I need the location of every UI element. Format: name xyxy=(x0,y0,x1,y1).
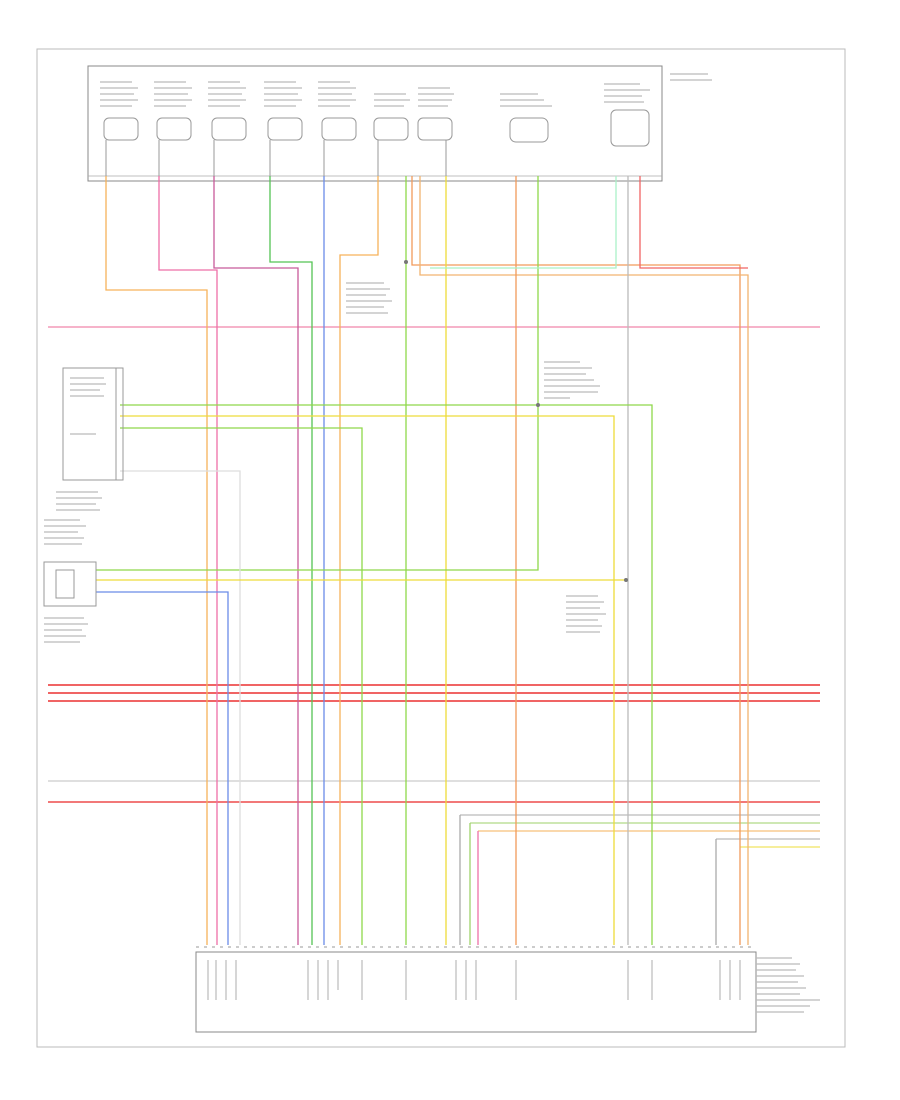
wire-6 xyxy=(339,176,379,945)
solenoid-connector-3 xyxy=(211,117,247,176)
top-component-block xyxy=(87,65,712,182)
wire-3 xyxy=(213,176,299,945)
solenoid-connector-7 xyxy=(417,117,453,176)
wire-1 xyxy=(105,176,208,945)
mid-label-strokes xyxy=(346,282,606,633)
wire-17 xyxy=(120,415,615,945)
range-sensor-connector xyxy=(610,109,650,147)
solenoid-connector-1 xyxy=(103,117,139,176)
left-sensor-2 xyxy=(43,519,97,643)
diagram-frame xyxy=(36,48,846,1048)
wire-2 xyxy=(158,176,218,945)
bus-lines xyxy=(48,326,820,848)
wire-8 xyxy=(411,176,741,945)
wire-15 xyxy=(639,176,748,269)
wire-4 xyxy=(269,176,313,945)
wire-16 xyxy=(120,404,653,945)
wire-9 xyxy=(419,176,749,945)
wire-21 xyxy=(96,591,229,945)
solenoid-connector-6 xyxy=(373,117,409,176)
pcm-connector-block xyxy=(195,946,820,1033)
left-sensor-1 xyxy=(56,367,124,511)
wire-13 xyxy=(430,176,617,269)
wire-12 xyxy=(96,176,539,571)
wire-19 xyxy=(120,470,241,945)
splice-points xyxy=(404,260,628,582)
header-label-strokes xyxy=(100,73,712,107)
wire-runs xyxy=(96,176,749,945)
solenoid-connector-4 xyxy=(267,117,303,176)
solenoid-connector-5 xyxy=(321,117,357,176)
wire-18 xyxy=(120,427,363,945)
solenoid-connector-2 xyxy=(156,117,192,176)
tcc-connector xyxy=(509,117,549,143)
